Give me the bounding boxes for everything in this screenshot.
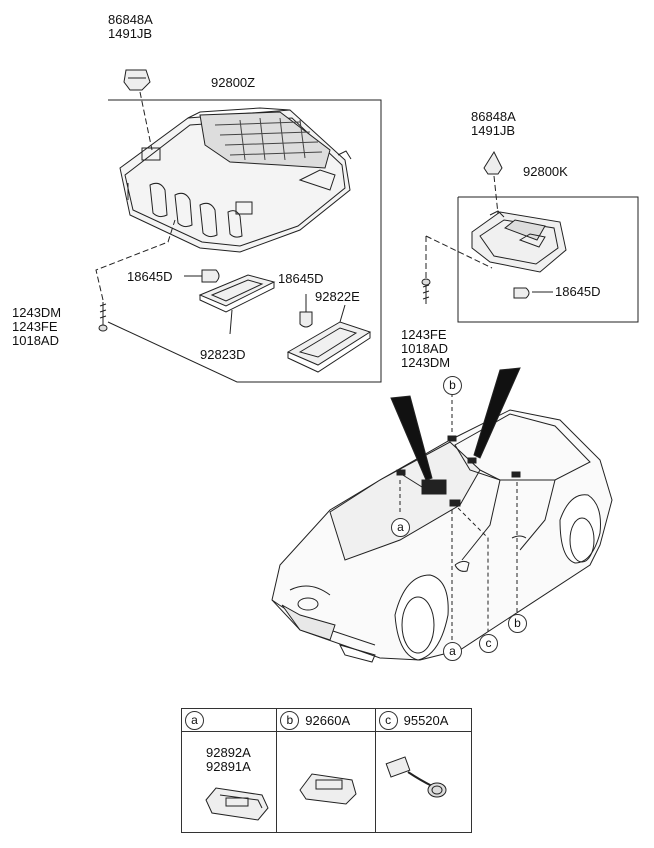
label-main-assembly: 92800Z: [211, 75, 256, 90]
screw-left-drawing: [98, 302, 108, 332]
bulb-mid-drawing: [299, 294, 313, 328]
label-bulb-right: 18645D: [555, 284, 601, 299]
clip-top-right-drawing: [483, 150, 503, 175]
part-number: 92891A: [206, 759, 251, 774]
legend-table: a b 92660A c 95520A 92892A 92891A: [180, 708, 473, 833]
part-number: 86848A: [108, 12, 153, 27]
label-screw-mid: 1243FE 1018AD 1243DM: [401, 328, 450, 370]
legend-part: 95520A: [403, 712, 449, 728]
legend-cell-b: [276, 731, 376, 833]
label-rear-assembly: 92800K: [523, 164, 568, 179]
legend-cell-a: 92892A 92891A: [180, 731, 278, 833]
part-number: 92892A: [206, 745, 251, 760]
legend-cell-c: [374, 731, 473, 833]
part-number: 1243FE: [12, 319, 58, 334]
callout-a-lower: a: [443, 642, 462, 661]
label-lens-right: 92822E: [315, 289, 360, 304]
main-console-drawing: [119, 107, 352, 253]
bulb-right-drawing: [513, 287, 553, 299]
callout-b-lower: b: [508, 614, 527, 633]
part-number: 1018AD: [12, 333, 59, 348]
car-drawing: [271, 367, 613, 663]
part-number: 1491JB: [471, 123, 516, 138]
callout-b-top: b: [443, 376, 462, 395]
part-number: 1018AD: [401, 341, 448, 356]
label-clip-top-right: 86848A 1491JB: [471, 110, 516, 138]
legend-header-b: b 92660A: [276, 708, 376, 732]
callout-c: c: [378, 710, 398, 730]
screw-mid-drawing: [421, 278, 431, 304]
label-bulb-mid: 18645D: [278, 271, 324, 286]
legend-header-a: a: [180, 708, 278, 732]
part-number: 86848A: [471, 109, 516, 124]
label-bulb-left: 18645D: [127, 269, 173, 284]
callout-b: b: [280, 710, 300, 730]
part-number: 1491JB: [108, 26, 153, 41]
rear-console-drawing: [471, 210, 567, 273]
lens-left-drawing: [198, 274, 276, 335]
main-assembly-frame: [107, 99, 382, 383]
callout-a-upper: a: [391, 518, 410, 537]
rear-assembly-frame: [457, 196, 639, 323]
bulb-left-drawing: [184, 269, 220, 283]
callout-c: c: [479, 634, 498, 653]
part-number: 1243DM: [12, 305, 62, 320]
legend-header-c: c 95520A: [374, 708, 473, 732]
lens-right-drawing: [286, 304, 372, 373]
callout-a: a: [185, 710, 204, 730]
clip-top-left-drawing: [123, 69, 151, 91]
label-lens-left: 92823D: [200, 347, 246, 362]
part-number: 1243DM: [401, 355, 451, 370]
legend-part: 92660A: [305, 712, 351, 728]
label-screw-left: 1243DM 1243FE 1018AD: [12, 306, 61, 348]
part-number: 1243FE: [401, 327, 447, 342]
label-clip-top-left: 86848A 1491JB: [108, 13, 153, 41]
